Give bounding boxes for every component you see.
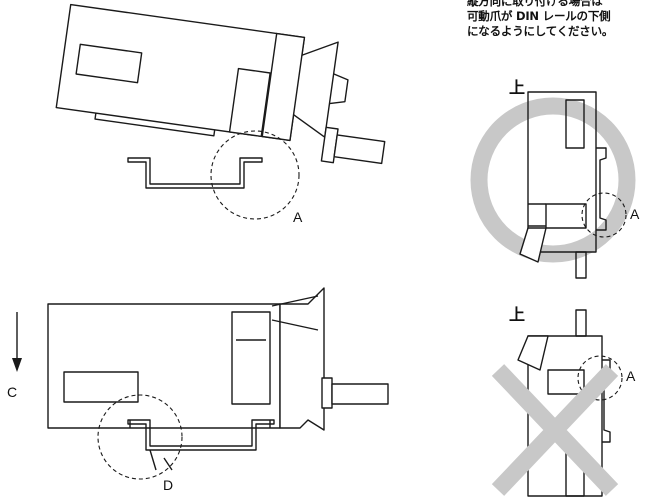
cable: [575, 309, 587, 337]
connector-block: [517, 335, 549, 371]
label-c: C: [7, 384, 18, 400]
mounting-instruction-note: 縦方向に取り付ける場合は 可動爪が DIN レールの下側 になるようにしてくださ…: [467, 0, 651, 39]
din-rail: [596, 147, 607, 231]
correct-orientation-figure: [470, 91, 636, 279]
incorrect-orientation-figure: [491, 309, 623, 497]
up-label-correct: 上: [509, 78, 526, 97]
push-arrowhead: [12, 358, 22, 372]
detail-circle-a: [581, 192, 627, 238]
din-rail: [127, 419, 275, 451]
unit-body: [527, 335, 603, 497]
cable: [331, 383, 389, 405]
unit-label-window: [75, 43, 143, 84]
leader-lines-d: [149, 449, 173, 471]
detail-circle-a: [210, 130, 300, 220]
detail-circle-d: [97, 394, 183, 480]
tilted-unit-figure: [55, 3, 386, 220]
cable: [575, 251, 587, 279]
unit-cover: [545, 203, 587, 229]
note-line: になるようにしてください。: [467, 24, 614, 38]
unit-label-window: [565, 99, 585, 149]
unit-cover: [231, 311, 271, 405]
connector-block: [519, 227, 547, 263]
ok-circle-mark: [470, 97, 636, 263]
unit-connector-block: [279, 287, 325, 431]
cable: [333, 134, 386, 165]
detail-circle-a: [577, 355, 623, 401]
mounted-unit-figure: [12, 287, 389, 480]
note-line: 縦方向に取り付ける場合は: [467, 0, 603, 8]
din-rail: [602, 359, 611, 443]
unit-cover: [547, 369, 585, 395]
unit-cover: [228, 67, 271, 138]
label-a-correct: A: [630, 206, 640, 222]
din-rail: [127, 157, 263, 189]
label-a-top: A: [293, 209, 303, 225]
up-label-incorrect: 上: [509, 305, 526, 324]
unit-body: [527, 91, 597, 253]
note-line: 可動爪が DIN レールの下側: [467, 9, 611, 23]
cable-gland: [321, 377, 333, 409]
label-a-incorrect: A: [626, 368, 636, 384]
label-d: D: [163, 477, 174, 493]
ng-cross-mark: [491, 364, 619, 496]
